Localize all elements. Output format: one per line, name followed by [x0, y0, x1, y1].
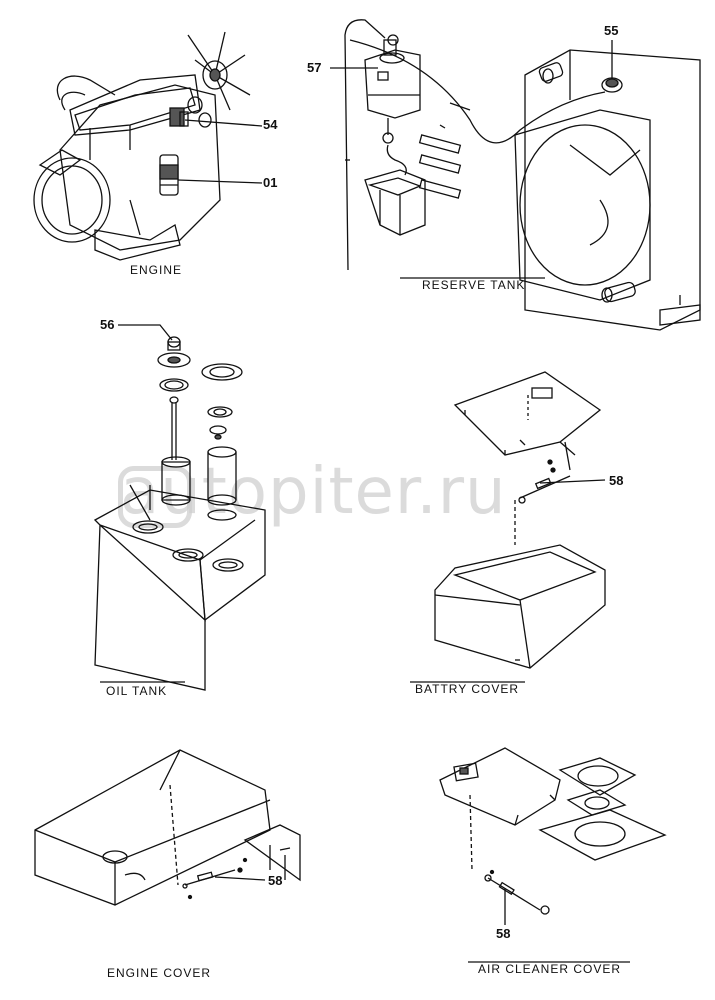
callout-56: 56	[100, 317, 115, 332]
engine-drawing	[33, 31, 263, 261]
label-engine: ENGINE	[130, 263, 183, 277]
reserve-tank-drawing	[330, 19, 701, 331]
label-engine-cover: ENGINE COVER	[107, 966, 212, 980]
callout-58-air-cleaner: 58	[496, 926, 511, 941]
oil-tank-drawing	[93, 324, 266, 691]
label-battery-cover: BATTRY COVER	[415, 682, 520, 696]
watermark: autopiter.ru	[120, 455, 507, 529]
label-air-cleaner-cover: AIR CLEANER COVER	[478, 962, 622, 976]
label-reserve-tank: RESERVE TANK	[422, 278, 526, 292]
callout-55: 55	[604, 23, 619, 38]
air-cleaner-cover-drawing	[439, 747, 667, 963]
callout-54: 54	[263, 117, 278, 132]
callout-58-battery: 58	[609, 473, 624, 488]
label-oil-tank: OIL TANK	[106, 684, 168, 698]
engine-cover-drawing	[34, 749, 301, 906]
callout-01: 01	[263, 175, 278, 190]
callout-57: 57	[307, 60, 322, 75]
battery-cover-drawing	[410, 371, 606, 683]
callout-58-engine-cover: 58	[268, 873, 283, 888]
